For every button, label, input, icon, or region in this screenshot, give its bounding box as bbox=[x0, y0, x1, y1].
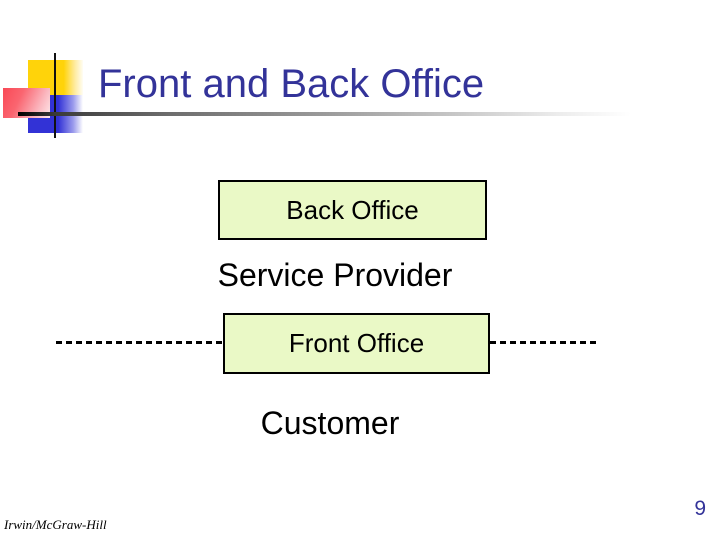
footer-credit: Irwin/McGraw-Hill bbox=[4, 517, 107, 532]
back-office-box: Back Office bbox=[218, 180, 487, 240]
decoration-vertical-line bbox=[54, 53, 56, 138]
back-office-label: Back Office bbox=[286, 194, 419, 225]
customer-label: Customer bbox=[260, 405, 400, 441]
page-number: 9 bbox=[694, 497, 706, 520]
line-of-visibility-left bbox=[56, 341, 223, 344]
service-provider-label: Service Provider bbox=[217, 257, 453, 293]
front-office-label: Front Office bbox=[288, 328, 425, 358]
title-underline-rule bbox=[18, 112, 631, 116]
line-of-visibility-right bbox=[490, 341, 600, 344]
front-office-box: Front Office bbox=[223, 313, 490, 374]
slide-title: Front and Back Office bbox=[98, 62, 485, 106]
